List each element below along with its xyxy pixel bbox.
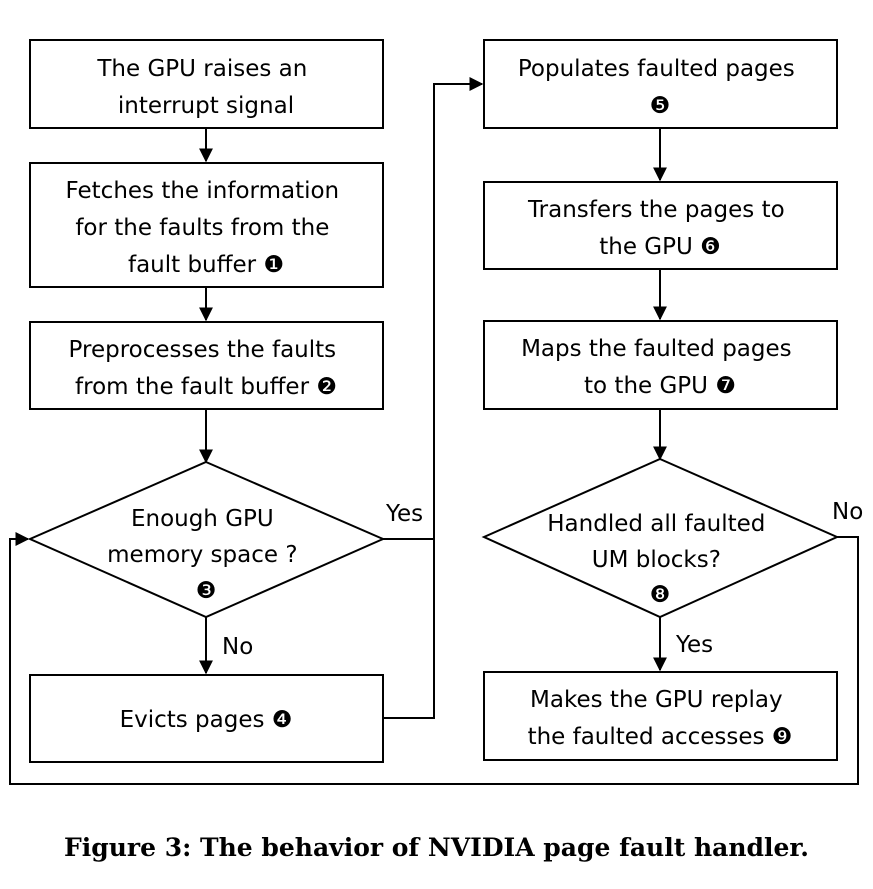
node-preprocess [29, 321, 384, 410]
flowchart: The GPU raises an interrupt signal Fetch… [9, 39, 863, 785]
edge-label-no-memory: No [222, 634, 253, 660]
edge-label-no-handled: No [832, 499, 863, 525]
line: ❽ [650, 582, 671, 608]
line: Populates faulted pages [518, 56, 795, 82]
edge-n4-yes-n6 [383, 77, 484, 540]
line: Fetches the information [66, 178, 340, 204]
text-fetch-info: Fetches the information for the faults f… [66, 178, 347, 278]
line: Preprocesses the faults [69, 337, 337, 363]
text-interrupt: The GPU raises an interrupt signal [96, 56, 314, 119]
line: Evicts pages ❹ [120, 707, 293, 733]
line: interrupt signal [118, 93, 294, 119]
edge-label-yes-handled: Yes [675, 632, 713, 658]
text-evict-pages: Evicts pages ❹ [120, 707, 293, 733]
text-handled-all: Handled all faulted UM blocks? ❽ [547, 511, 772, 608]
node-replay [483, 671, 838, 761]
node-transfer [483, 181, 838, 270]
node-enough-memory-decision [27, 460, 386, 619]
line: the GPU ❻ [599, 234, 721, 260]
line: UM blocks? [592, 547, 721, 573]
line: the faulted accesses ❾ [528, 724, 793, 750]
line: from the fault buffer ❷ [75, 374, 337, 400]
node-map [483, 320, 838, 410]
line: to the GPU ❼ [584, 373, 736, 399]
text-transfer: Transfers the pages to the GPU ❻ [527, 197, 792, 260]
line: for the faults from the [75, 215, 329, 241]
edge-n9-no-n4 [9, 532, 859, 785]
figure-caption: Figure 3: The behavior of NVIDIA page fa… [64, 833, 809, 862]
line: Makes the GPU replay [530, 687, 783, 713]
line: The GPU raises an [96, 56, 307, 82]
line: Transfers the pages to [527, 197, 785, 223]
text-enough-memory: Enough GPU memory space ? ❸ [107, 506, 305, 604]
text-replay: Makes the GPU replay the faulted accesse… [528, 687, 793, 750]
node-interrupt [29, 39, 384, 129]
line: fault buffer ❶ [128, 252, 284, 278]
line: memory space ? [107, 542, 297, 568]
line: ❸ [196, 578, 217, 604]
text-preprocess: Preprocesses the faults from the fault b… [69, 337, 344, 400]
node-handled-all-decision [481, 457, 840, 619]
line: Enough GPU [131, 506, 274, 532]
edge-n5-n6 [383, 539, 435, 719]
node-fetch-info [29, 162, 384, 288]
node-populate [483, 39, 838, 129]
text-map: Maps the faulted pages to the GPU ❼ [521, 336, 799, 399]
text-populate: Populates faulted pages ❺ [518, 56, 802, 119]
edge-label-yes-memory: Yes [385, 501, 423, 527]
line: Handled all faulted [547, 511, 765, 537]
line: ❺ [650, 93, 671, 119]
line: Maps the faulted pages [521, 336, 792, 362]
node-evict-pages [29, 674, 384, 763]
